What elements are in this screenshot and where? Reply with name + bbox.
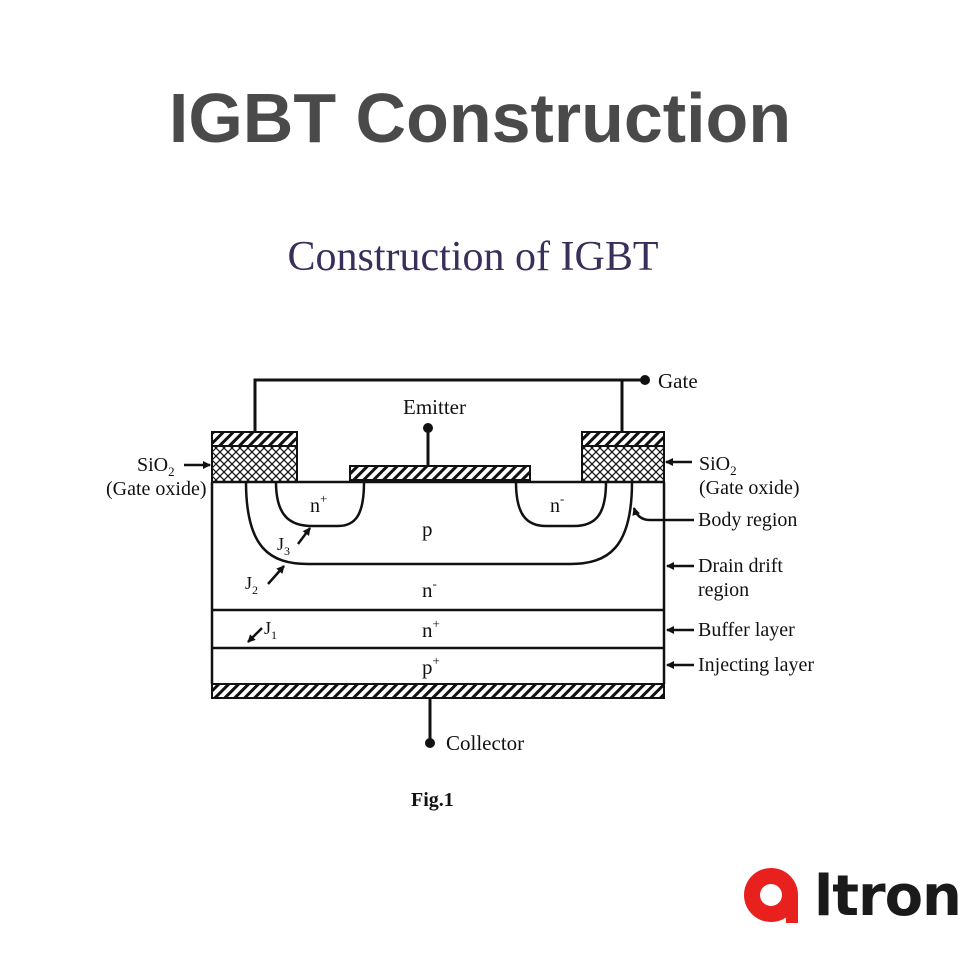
left-gate-oxide (211, 445, 298, 483)
n-drift-label: n- (422, 576, 437, 602)
gate-label: Gate (658, 369, 698, 393)
diagram-subtitle: Construction of IGBT (287, 234, 659, 280)
n-buffer-label: n+ (422, 616, 440, 642)
gate-terminal-dot (640, 375, 650, 385)
right-gate-oxide (581, 445, 665, 483)
drain-drift-label-line2: region (698, 579, 749, 601)
body-region-arrow (632, 507, 694, 522)
left-sio2-label: SiO2 (137, 454, 175, 479)
right-gate-oxide-label: (Gate oxide) (699, 477, 800, 499)
collector-label: Collector (446, 731, 524, 755)
altron-logo-mark (744, 868, 798, 923)
emitter-label: Emitter (403, 395, 466, 419)
body-region-label: Body region (698, 509, 797, 531)
n-minus-right-label: n- (550, 491, 564, 517)
junction-j2-arrow (267, 565, 285, 585)
altron-logo-text: ltron (814, 864, 960, 929)
left-gate-oxide-label: (Gate oxide) (106, 478, 207, 500)
gate-wire (253, 378, 645, 432)
n-plus-left-label: n+ (310, 491, 327, 517)
emitter-terminal-dot (423, 423, 433, 433)
device-body (210, 480, 666, 684)
p-body-well (244, 481, 634, 566)
p-body-label: p (422, 517, 433, 541)
page-title: IGBT Construction (168, 79, 792, 157)
p-inject-label: p+ (422, 653, 440, 679)
junction-j3-label: J3 (277, 534, 290, 558)
n-plus-left-pocket (274, 481, 366, 528)
figure-caption: Fig.1 (411, 789, 454, 811)
junction-j1-arrow (247, 627, 263, 643)
junction-j2-label: J2 (245, 573, 258, 597)
injecting-layer-label: Injecting layer (698, 654, 814, 676)
junction-j3-arrow (297, 527, 311, 545)
left-gate-metal (211, 431, 298, 447)
n-minus-right-pocket (514, 481, 608, 528)
emitter-metal-contact (349, 465, 531, 481)
collector-terminal-dot (425, 738, 435, 748)
junction-j1-label: J1 (264, 618, 277, 642)
right-gate-metal (581, 431, 665, 447)
right-sio2-label: SiO2 (699, 453, 737, 478)
buffer-layer-label: Buffer layer (698, 619, 795, 641)
drain-drift-label-line1: Drain drift (698, 555, 783, 577)
collector-metal-contact (211, 683, 665, 699)
